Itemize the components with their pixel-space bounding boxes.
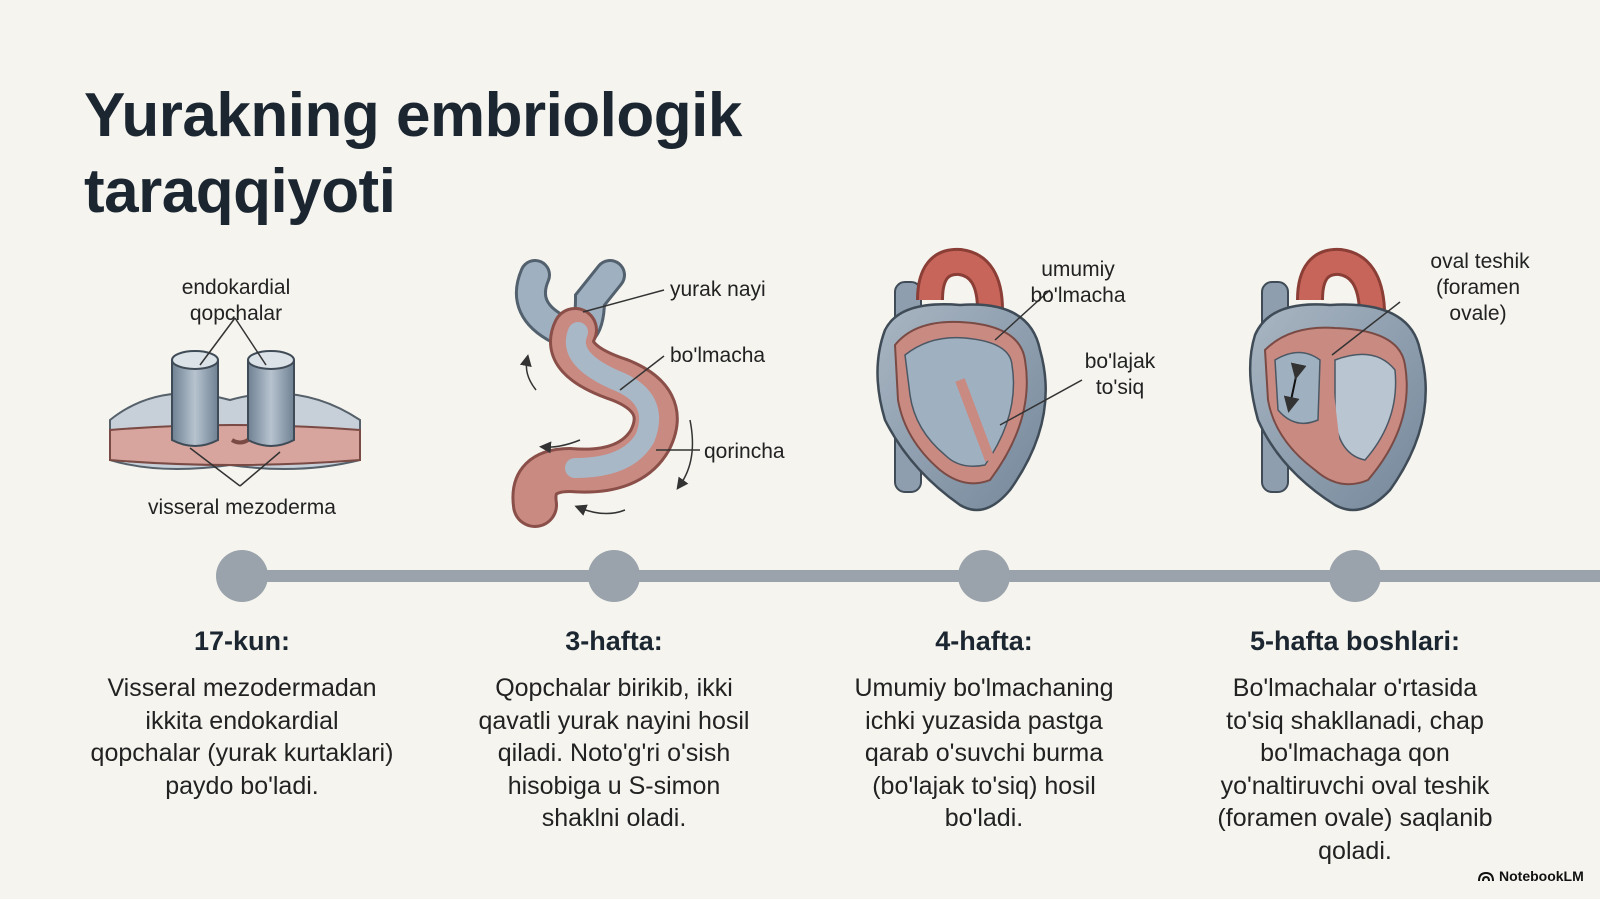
notebooklm-logo-icon xyxy=(1478,871,1494,882)
label-umumiy-bolmacha: bo'lmacha xyxy=(1030,284,1125,307)
stage3-illustration: umumiy bo'lmacha bo'lajak to'siq xyxy=(876,247,1156,512)
stage4-heading: 5-hafta boshlari: xyxy=(1249,626,1461,656)
stage2-heading: 3-hafta: xyxy=(565,626,663,656)
label-qorincha: qorincha xyxy=(704,440,785,463)
page-title: Yurakning embriologik taraqqiyoti xyxy=(84,81,742,226)
stage1-heading: 17-kun: xyxy=(193,626,291,656)
timeline-node-2 xyxy=(588,550,640,602)
stage4-illustration: oval teshik (foramen ovale) xyxy=(1248,247,1530,512)
label-bolajak: bo'lajak xyxy=(1085,350,1156,373)
label-ovale: ovale) xyxy=(1449,302,1506,325)
timeline xyxy=(216,550,1600,602)
label-qopchalar: qopchalar xyxy=(190,302,282,325)
label-umumiy: umumiy xyxy=(1041,258,1115,281)
brand-name: NotebookLM xyxy=(1499,868,1584,884)
stage3-heading: 4-hafta: xyxy=(935,626,1033,656)
label-endokardial: endokardial xyxy=(182,276,291,299)
label-tosiq: to'siq xyxy=(1096,376,1144,399)
label-oval-teshik: oval teshik xyxy=(1430,250,1530,273)
stage2-illustration: yurak nayi bo'lmacha qorincha xyxy=(511,259,785,528)
stage1-illustration: endokardial qopchalar visseral mezoderma xyxy=(109,276,361,519)
stage2-description: Qopchalar birikib, ikki qavatli yurak na… xyxy=(478,674,750,832)
timeline-node-1 xyxy=(216,550,268,602)
brand-watermark: NotebookLM xyxy=(1478,868,1584,884)
label-yurak-nayi: yurak nayi xyxy=(670,278,766,301)
label-visseral-mezoderma: visseral mezoderma xyxy=(148,496,336,519)
stage4-description: Bo'lmachalar o'rtasida to'siq shakllanad… xyxy=(1217,674,1493,865)
stage1-description: Visseral mezodermadan ikkita endokardial… xyxy=(90,674,394,800)
timeline-node-3 xyxy=(958,550,1010,602)
stage3-description: Umumiy bo'lmachaning ichki yuzasida past… xyxy=(854,674,1114,832)
label-bolmacha: bo'lmacha xyxy=(670,344,765,367)
label-foramen: (foramen xyxy=(1436,276,1520,299)
timeline-node-4 xyxy=(1329,550,1381,602)
